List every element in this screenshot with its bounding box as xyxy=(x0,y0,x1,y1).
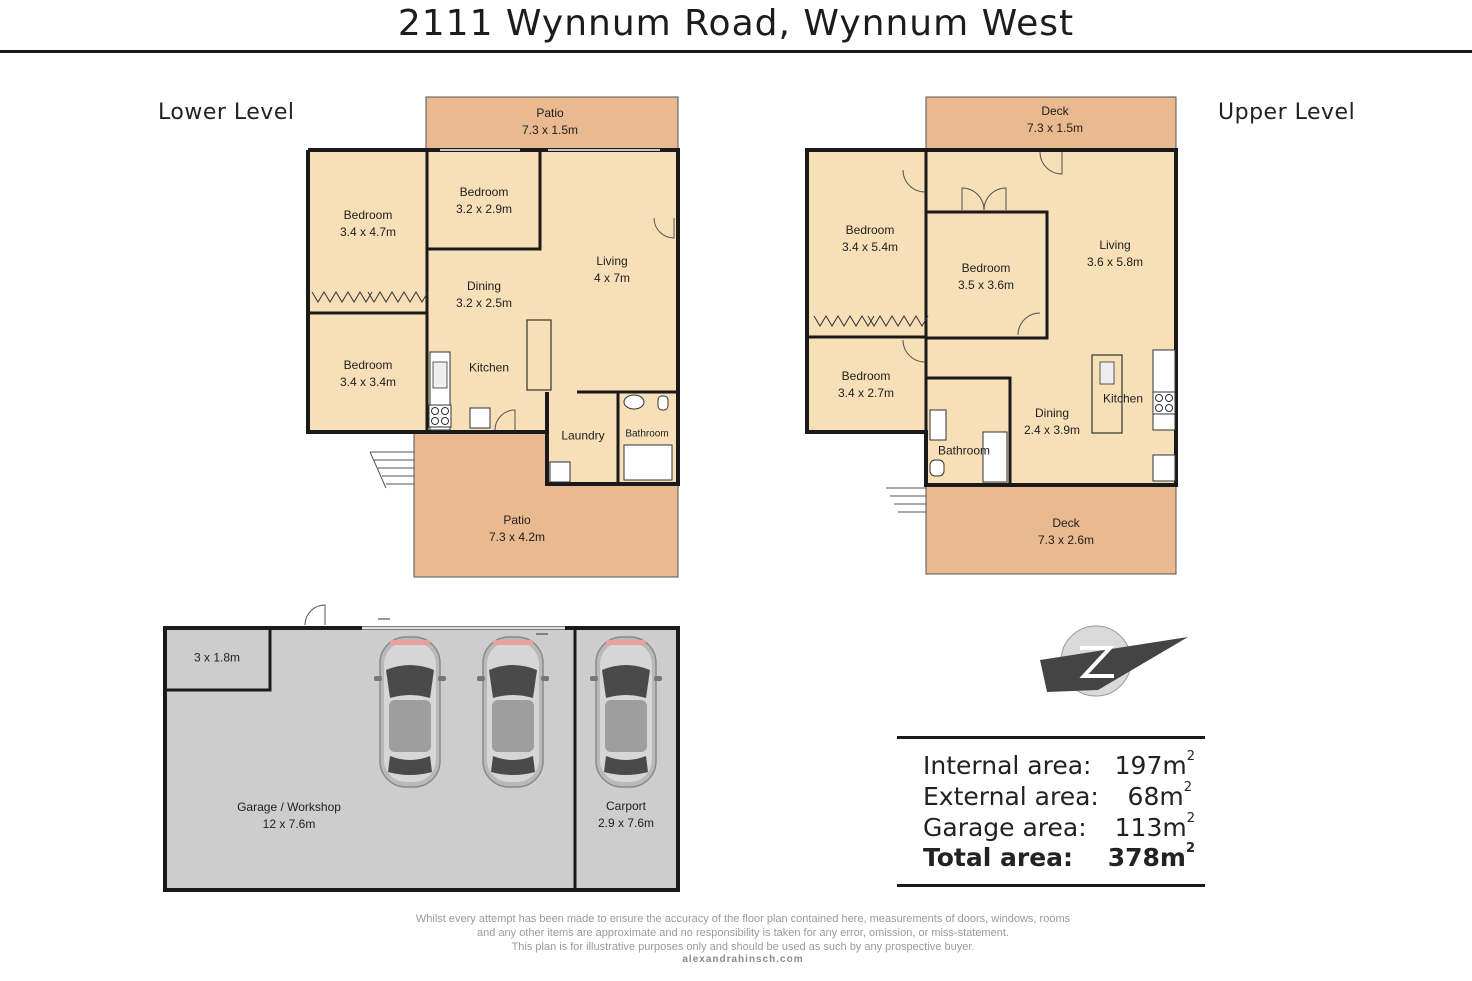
stairs-icon xyxy=(886,487,926,513)
stairs-icon xyxy=(369,451,414,489)
upper-kitchen-label: Kitchen xyxy=(1102,391,1144,406)
disclaimer: Whilst every attempt has been made to en… xyxy=(415,913,1071,953)
page-title: 2111 Wynnum Road, Wynnum West xyxy=(397,3,1075,44)
lower-kitchen-label: Kitchen xyxy=(468,360,510,375)
lower-bathroom-label: Bathroom xyxy=(625,428,669,440)
garage-plan xyxy=(163,604,680,892)
title-divider xyxy=(0,50,1472,53)
upper-bathroom-label: Bathroom xyxy=(937,443,991,458)
website-link[interactable]: alexandrahinsch.com xyxy=(682,954,804,965)
upper-level-label: Upper Level xyxy=(1218,100,1356,125)
garage-store-label: 3 x 1.8m xyxy=(193,650,241,665)
lower-laundry-label: Laundry xyxy=(561,428,605,443)
area-summary-bottom-rule xyxy=(897,884,1205,887)
upper-level-plan xyxy=(805,96,1178,575)
lower-level-plan xyxy=(306,96,680,578)
area-summary-top-rule xyxy=(897,736,1205,739)
lower-level-label: Lower Level xyxy=(158,100,295,125)
compass-icon xyxy=(1040,625,1188,697)
